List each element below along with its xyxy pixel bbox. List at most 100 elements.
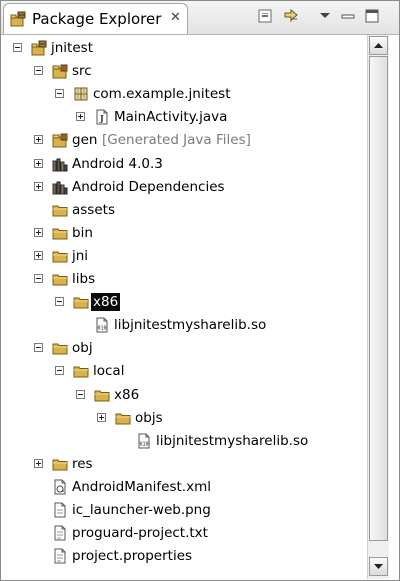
android-project-icon [31, 40, 47, 56]
folder-icon [73, 363, 89, 379]
folder-icon [52, 248, 68, 264]
tree-item-label: com.example.jnitest [93, 86, 231, 103]
source-folder-icon [52, 132, 68, 148]
package-icon [73, 86, 89, 102]
folder-icon [94, 387, 110, 403]
folder-icon [73, 294, 89, 310]
library-icon [52, 156, 68, 172]
tree-item[interactable]: AndroidManifest.xml [1, 476, 366, 498]
tree-item[interactable]: 010 libjnitestmysharelib.so [1, 430, 366, 452]
scroll-down-button[interactable] [369, 557, 388, 576]
view-menu-icon[interactable] [316, 7, 334, 25]
scrollbar-thumb[interactable] [369, 56, 388, 541]
scroll-up-button[interactable] [369, 36, 388, 55]
svg-text:J: J [99, 113, 104, 123]
tree-item[interactable]: obj [1, 337, 366, 359]
tree-item-label: x86 [114, 386, 140, 403]
tree-item-label: obj [72, 340, 93, 357]
folder-icon [52, 202, 68, 218]
tree-item[interactable]: x86 [1, 291, 366, 313]
tree-item[interactable]: gen[Generated Java Files] [1, 129, 366, 151]
library-icon [52, 179, 68, 195]
tree-item[interactable]: com.example.jnitest [1, 83, 366, 105]
folder-icon [115, 410, 131, 426]
tree-item-label: src [72, 63, 92, 80]
collapse-toggle-icon[interactable] [34, 66, 43, 76]
text-file-icon [52, 525, 68, 541]
tab-package-explorer[interactable]: Package Explorer ✕ [3, 3, 188, 34]
tree-item[interactable]: ic_launcher-web.png [1, 499, 366, 521]
collapse-toggle-icon[interactable] [76, 389, 85, 399]
tree-item[interactable]: assets [1, 199, 366, 221]
tree-item[interactable]: proguard-project.txt [1, 522, 366, 544]
tree-item[interactable]: bin [1, 222, 366, 244]
folder-icon [52, 225, 68, 241]
tree-item-label: project.properties [72, 548, 193, 565]
vertical-scrollbar[interactable] [367, 35, 389, 579]
tree-item[interactable]: x86 [1, 384, 366, 406]
tree-item-label: Android 4.0.3 [72, 155, 163, 172]
tree-item-label: ic_launcher-web.png [72, 502, 211, 518]
binary-file-icon: 010 [136, 433, 152, 449]
expand-toggle-icon[interactable] [34, 158, 43, 168]
collapse-toggle-icon[interactable] [55, 297, 64, 307]
expand-toggle-icon[interactable] [34, 181, 43, 191]
collapse-toggle-icon[interactable] [55, 89, 64, 99]
tree-item-label: res [72, 455, 93, 472]
tree-item[interactable]: Android Dependencies [1, 176, 366, 198]
tree-item-label: jni [72, 247, 89, 264]
tree-item-decoration: [Generated Java Files] [102, 132, 251, 149]
collapse-toggle-icon[interactable] [13, 43, 22, 52]
tree-item[interactable]: res [1, 453, 366, 475]
tree-item[interactable]: libs [1, 268, 366, 290]
collapse-toggle-icon[interactable] [34, 274, 43, 283]
tree-item[interactable]: jni [1, 245, 366, 267]
text-file-icon [52, 548, 68, 564]
binary-file-icon: 010 [94, 317, 110, 333]
tree-item-label: Android Dependencies [72, 178, 225, 195]
folder-icon [52, 340, 68, 356]
tree-item-label: objs [135, 409, 163, 426]
tree-item[interactable]: local [1, 360, 366, 382]
minimize-icon[interactable] [339, 7, 357, 25]
tree-item-label: jnitest [51, 40, 93, 56]
collapse-toggle-icon[interactable] [55, 366, 64, 376]
expand-toggle-icon[interactable] [34, 227, 43, 237]
collapse-toggle-icon[interactable] [34, 343, 43, 353]
tree-item[interactable]: jnitest [1, 37, 366, 59]
expand-toggle-icon[interactable] [76, 112, 85, 122]
expand-toggle-icon[interactable] [34, 135, 43, 145]
tree-item[interactable]: objs [1, 407, 366, 429]
xml-file-icon [52, 479, 68, 495]
svg-text:010: 010 [140, 441, 149, 447]
link-with-editor-icon[interactable] [282, 7, 300, 25]
tree-item[interactable]: src [1, 60, 366, 82]
tree-item-label: bin [72, 224, 93, 241]
expand-toggle-icon[interactable] [34, 250, 43, 260]
folder-icon [52, 456, 68, 472]
tree-item[interactable]: Android 4.0.3 [1, 153, 366, 175]
collapse-all-icon[interactable] [256, 7, 274, 25]
folder-icon [52, 271, 68, 287]
tree-item-label: libs [72, 271, 96, 287]
tree-item-label: libjnitestmysharelib.so [114, 317, 267, 334]
expand-toggle-icon[interactable] [97, 412, 106, 422]
package-explorer-icon [10, 11, 26, 27]
tree-item-label: libjnitestmysharelib.so [156, 432, 309, 449]
close-icon[interactable]: ✕ [170, 10, 181, 25]
tree-item-label: local [93, 363, 125, 380]
source-folder-icon [52, 63, 68, 79]
tree-item-label: gen [72, 132, 98, 149]
tree-item[interactable]: project.properties [1, 545, 366, 567]
tree-item-label: x86 [91, 293, 121, 312]
tree-item-label: proguard-project.txt [72, 525, 208, 542]
view-title: Package Explorer [32, 10, 162, 28]
maximize-icon[interactable] [363, 7, 381, 25]
expand-toggle-icon[interactable] [34, 458, 43, 468]
image-file-icon [52, 502, 68, 518]
view-toolbar: Package Explorer ✕ [1, 1, 399, 35]
